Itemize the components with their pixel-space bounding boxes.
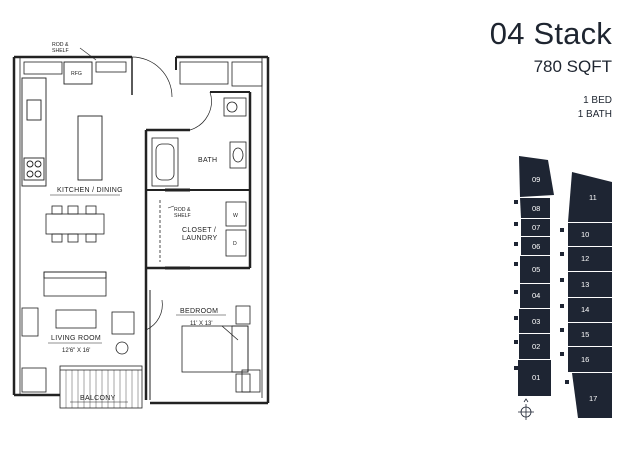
unit-16: 16: [581, 355, 589, 364]
unit-04: 04: [532, 291, 540, 300]
square-footage: 780 SQFT: [533, 57, 612, 76]
bedroom-count: 1 BED: [583, 95, 612, 106]
rod-shelf-note-line1: ROD &: [52, 42, 69, 48]
unit-02: 02: [532, 342, 540, 351]
exterior-walls: [12, 55, 270, 405]
bath-label: BATH: [198, 157, 217, 164]
stack-diagram: 09 08 07 06 05 04 03 02 01 11 10 12 13 1…: [514, 156, 612, 420]
interior-walls: [144, 91, 252, 400]
closet-laundry: [159, 188, 247, 270]
bedroom-furniture: [145, 299, 251, 393]
unit-10: 10: [581, 230, 589, 239]
rod-shelf-note-line2: SHELF: [52, 48, 69, 54]
unit-12: 12: [581, 254, 589, 263]
closet-rod-shelf-line1: ROD &: [174, 207, 191, 213]
unit-11: 11: [589, 193, 597, 202]
dining-set: [45, 205, 105, 243]
stack-title: 04 Stack: [489, 16, 612, 51]
rod-shelf-leader: [79, 47, 97, 61]
north-arrow-icon: [518, 398, 534, 420]
bedroom-label: BEDROOM: [180, 308, 218, 315]
bathroom-count: 1 BATH: [577, 109, 612, 120]
unit-05: 05: [532, 265, 540, 274]
closet-label-line1: CLOSET /: [182, 227, 216, 234]
unit-14: 14: [581, 305, 589, 314]
kitchen-dining-label: KITCHEN / DINING: [57, 187, 123, 194]
unit-13: 13: [581, 280, 589, 289]
unit-03: 03: [532, 317, 540, 326]
washer-label: W: [233, 213, 238, 219]
living-room-dimensions: 12'6" X 16': [62, 348, 90, 354]
kitchen-counter: [21, 61, 103, 187]
bedroom-dimensions: 11' X 13': [190, 321, 213, 327]
balcony: [59, 365, 143, 409]
living-furniture: [21, 271, 135, 355]
balcony-label: BALCONY: [80, 395, 116, 402]
unit-06: 06: [532, 242, 540, 251]
living-room-label: LIVING ROOM: [51, 335, 101, 342]
unit-09: 09: [532, 175, 540, 184]
closet-rod-shelf-line2: SHELF: [174, 213, 191, 219]
dryer-label: D: [233, 241, 237, 247]
windows: [21, 61, 263, 393]
unit-01: 01: [532, 373, 540, 382]
unit-17: 17: [589, 394, 597, 403]
entry-door: [131, 56, 177, 98]
bath-fixtures: [151, 97, 247, 187]
label-rules: [48, 194, 226, 403]
closet-label-line2: LAUNDRY: [182, 235, 217, 242]
unit-15: 15: [581, 330, 589, 339]
fridge-label: RFG: [71, 71, 82, 77]
unit-07: 07: [532, 223, 540, 232]
unit-08: 08: [532, 204, 540, 213]
